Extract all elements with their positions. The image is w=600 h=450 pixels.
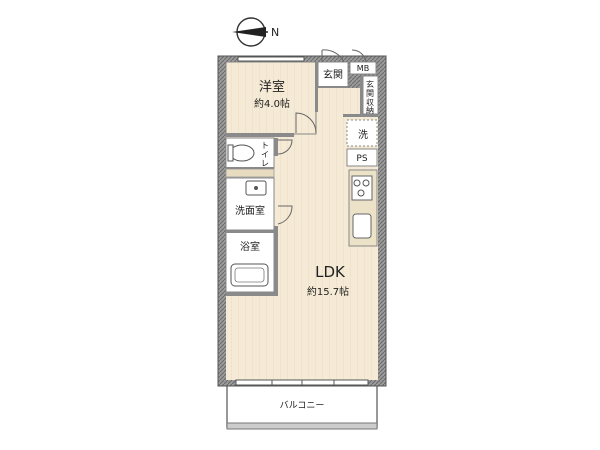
entrance-storage-char-4: 納	[366, 105, 374, 115]
bathtub-inner	[234, 267, 265, 283]
western-room-floor	[225, 61, 317, 135]
door-entrance	[321, 49, 345, 63]
door-toilet	[277, 139, 293, 155]
hallway-floor	[318, 88, 362, 118]
stove-burner-3	[357, 189, 365, 197]
entrance-storage-char-3: 収	[366, 97, 374, 107]
partition-strip	[225, 168, 275, 178]
toilet-tank-icon	[227, 144, 234, 162]
interior-walls	[226, 62, 378, 296]
entrance-name: 玄関	[323, 68, 343, 81]
washroom-name: 洗面室	[235, 204, 265, 217]
compass-north-label: N	[271, 26, 279, 39]
toilet-char-2: イ	[261, 150, 269, 159]
bathtub-icon	[230, 263, 269, 287]
washer-space-name: 洗	[358, 129, 368, 141]
meter-box-name: MB	[357, 64, 369, 73]
meter-box	[349, 61, 377, 75]
entrance-storage-char-2: 関	[366, 89, 374, 98]
balcony	[226, 382, 378, 430]
western-room-name: 洋室	[259, 79, 285, 95]
wall-toilet-washroom	[226, 167, 274, 169]
washer-space	[346, 119, 378, 147]
balcony-name: バルコニー	[280, 400, 325, 411]
stove-burner-2	[362, 179, 370, 187]
window-western	[237, 56, 305, 62]
toilet-char-3: レ	[261, 159, 269, 168]
western-room-area: 約4.0帖	[254, 97, 290, 110]
door-mb	[351, 49, 367, 63]
balcony-area	[226, 382, 378, 428]
bathroom-name: 浴室	[240, 240, 260, 253]
wall-bath-bottom	[226, 292, 278, 296]
wall-storage-left	[360, 76, 363, 114]
basin-drain-icon	[254, 186, 258, 190]
toilet-icon	[229, 144, 255, 162]
stove-icon	[351, 175, 373, 201]
stove-burner-1	[353, 179, 361, 187]
wall-washroom-bath	[226, 230, 274, 233]
ldk-area: 約15.7帖	[307, 285, 349, 298]
ldk-name: LDK	[315, 263, 346, 281]
pipe-space	[346, 148, 378, 167]
entrance-floor	[317, 61, 349, 89]
balcony-rail	[226, 422, 378, 430]
wall-wet-right-2	[274, 226, 278, 296]
toilet-char-1: ト	[261, 141, 269, 150]
pipe-space-name: PS	[356, 154, 367, 164]
room-labels: 洋室 約4.0帖 玄関 MB 玄 関 収 納 洗 PS ト イ レ 洗面室 浴室…	[235, 64, 374, 411]
sink-icon	[352, 213, 372, 239]
compass: N	[232, 17, 279, 47]
entrance-storage-char-1: 玄	[366, 79, 374, 89]
wall-western-right	[315, 62, 318, 112]
door-western-room	[295, 112, 317, 134]
door-washroom	[277, 205, 293, 225]
wall-storage-bottom	[343, 114, 378, 117]
door-swings	[277, 49, 367, 225]
wall-entrance-bottom	[318, 86, 348, 88]
wall-wet-right	[274, 138, 278, 156]
windows	[235, 56, 369, 386]
wall-western-bottom	[226, 133, 294, 137]
